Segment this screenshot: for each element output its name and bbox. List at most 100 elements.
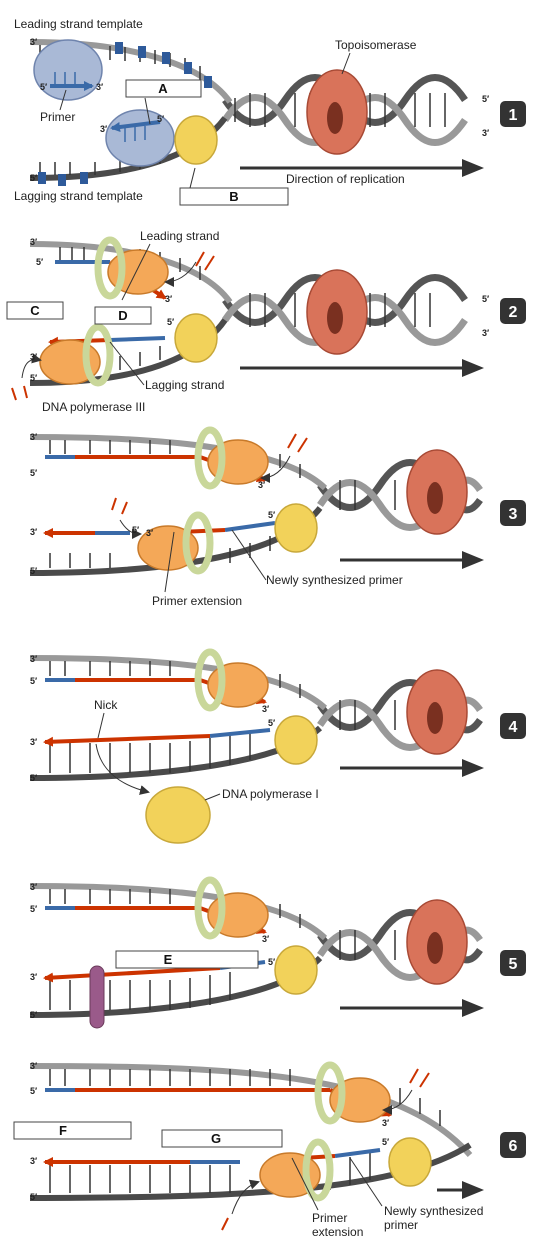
sliding-clamp [94, 236, 126, 300]
primer-extension-label: Primer extension [152, 594, 242, 608]
end-3-q: 3′ [262, 934, 269, 944]
end-5-s: 5′ [30, 1086, 37, 1096]
lagging-strand-label: Lagging strand [145, 378, 224, 392]
step-number-2: 2 [509, 304, 518, 321]
end-5-m: 5′ [30, 676, 37, 686]
end-5-r: 5′ [30, 1010, 37, 1020]
step-number-3: 3 [509, 506, 518, 523]
label-box-a[interactable] [125, 79, 202, 98]
end-3-j: 3′ [258, 480, 265, 490]
step-number-1: 1 [509, 107, 518, 124]
end-3-r: 3′ [30, 972, 37, 982]
step-badge-5 [500, 950, 526, 976]
lagging-template-label: Lagging strand template [14, 189, 143, 203]
end-5-c: 5′ [30, 173, 37, 183]
primer-bottom [110, 120, 161, 132]
end-3-b: 3′ [96, 82, 103, 92]
primer-label: Primer [40, 110, 75, 124]
label-box-a-text: A [158, 81, 168, 96]
newly-primer-label-line1: Newly synthesized [384, 1204, 483, 1218]
end-5-u: 5′ [30, 1192, 37, 1202]
newly-primer-label: Newly synthesized primer [266, 573, 403, 587]
end-5-t: 5′ [382, 1137, 389, 1147]
end-3-d: 3′ [482, 128, 489, 138]
label-box-f[interactable] [13, 1121, 132, 1140]
direction-label: Direction of replication [286, 172, 405, 186]
panel-5: E 3′ 5′ 3′ 5′ 3′ 5′ 5 [29, 876, 526, 1029]
topoisomerase [306, 69, 368, 155]
end-3-c: 3′ [100, 124, 107, 134]
end-5-p: 5′ [30, 904, 37, 914]
nick-label: Nick [94, 698, 118, 712]
step-number-6: 6 [509, 1138, 518, 1155]
primase [174, 115, 218, 165]
end-5-b: 5′ [157, 114, 164, 124]
topoisomerase [406, 899, 468, 985]
end-3-s: 3′ [30, 1061, 37, 1071]
newly-primer-label-line2: primer [384, 1218, 418, 1232]
leading-template-label: Leading strand template [14, 17, 143, 31]
step-badge-1 [500, 101, 526, 127]
label-box-b[interactable] [179, 187, 289, 206]
end-5-q: 5′ [268, 957, 275, 967]
end-5-d: 5′ [482, 94, 489, 104]
panel-1: A B Leading strand template Lagging stra… [14, 17, 526, 206]
step-number-4: 4 [509, 719, 518, 736]
panel-4: Nick DNA polymerase I 3′ 5′ 3′ 5′ 3′ 5′ … [29, 648, 526, 844]
end-5-f: 5′ [167, 317, 174, 327]
primer-extension-label-line2: extension [312, 1225, 363, 1239]
primase [174, 313, 218, 363]
dna-polymerase-i [145, 786, 211, 844]
step-badge-3 [500, 500, 526, 526]
label-box-f-text: F [59, 1123, 67, 1138]
end-3-f: 3′ [165, 294, 172, 304]
end-3-i: 3′ [30, 432, 37, 442]
end-5-l: 5′ [30, 566, 37, 576]
leading-strand-label: Leading strand [140, 229, 219, 243]
label-box-c[interactable] [6, 301, 64, 320]
end-3-t: 3′ [382, 1118, 389, 1128]
end-5-k: 5′ [268, 510, 275, 520]
label-box-e-text: E [164, 952, 173, 967]
end-3-g: 3′ [30, 352, 37, 362]
step-badge-6 [500, 1132, 526, 1158]
topoisomerase [306, 269, 368, 355]
label-box-g-text: G [211, 1131, 221, 1146]
end-5-h: 5′ [482, 294, 489, 304]
end-3-m: 3′ [30, 654, 37, 664]
end-3-e: 3′ [30, 237, 37, 247]
label-box-d[interactable] [94, 306, 152, 325]
end-3-k: 3′ [30, 527, 37, 537]
topoisomerase [406, 449, 468, 535]
end-3-n: 3′ [262, 704, 269, 714]
end-3-l: 3′ [146, 528, 153, 538]
end-5-j: 5′ [132, 525, 139, 535]
end-5-o: 5′ [30, 773, 37, 783]
end-3-h: 3′ [482, 328, 489, 338]
panel-2: C D Leading strand Lagging strand DNA po… [6, 229, 526, 414]
primer-extension-label-line1: Primer [312, 1211, 347, 1225]
panel-3: Newly synthesized primer Primer extensio… [29, 426, 526, 608]
dna-pol3-label: DNA polymerase III [42, 400, 145, 414]
topoisomerase [406, 669, 468, 755]
end-3-p: 3′ [30, 882, 37, 892]
topoisomerase-label: Topoisomerase [335, 38, 417, 52]
label-box-g[interactable] [161, 1129, 283, 1148]
end-3-u: 3′ [30, 1156, 37, 1166]
end-3-a: 3′ [30, 37, 37, 47]
label-box-e[interactable] [115, 950, 259, 969]
end-5-i: 5′ [30, 468, 37, 478]
label-box-c-text: C [30, 303, 40, 318]
end-5-e: 5′ [36, 257, 43, 267]
end-5-g: 5′ [30, 373, 37, 383]
sliding-clamp [82, 323, 114, 387]
dna-pol1-label: DNA polymerase I [222, 787, 319, 801]
label-box-d-text: D [118, 308, 127, 323]
end-5-n: 5′ [268, 718, 275, 728]
end-5-a: 5′ [40, 82, 47, 92]
end-3-o: 3′ [30, 737, 37, 747]
dna-ligase [89, 965, 105, 1029]
panel-6: F G Primer extension Newly synthesized p… [13, 1061, 526, 1239]
